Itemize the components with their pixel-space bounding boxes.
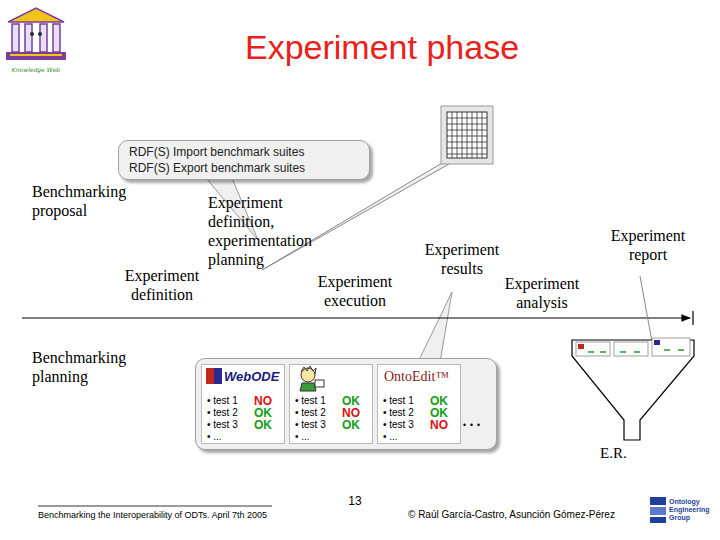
- callout-tail: [418, 292, 452, 362]
- tool-panel: OntoEdit™ • test 1• test 2• test 3• ... OK…: [377, 364, 461, 444]
- icon-part: [206, 368, 214, 384]
- phase-label: Experiment analysis: [484, 274, 600, 312]
- logo-column: [25, 24, 32, 52]
- icon-sheet: [447, 112, 487, 158]
- thumbnail: [576, 342, 610, 356]
- logo-roof: [8, 8, 64, 22]
- thumbnail-mark: [578, 344, 584, 349]
- slide-title: Experiment phase: [245, 28, 519, 67]
- phase-label: Benchmarking proposal: [32, 182, 162, 220]
- test-item: • test 2: [383, 407, 414, 419]
- phase-label: Experiment definition, experimentation p…: [208, 193, 343, 269]
- logo-column: [12, 24, 19, 52]
- logo-stripe: [10, 54, 62, 56]
- logo-block: [650, 517, 666, 523]
- test-item: • test 3: [207, 419, 238, 431]
- test-result: OK: [342, 419, 360, 431]
- icon-part: [214, 368, 222, 384]
- tool-name: WebODE: [224, 369, 279, 384]
- logo-text: Ontology Engineering Group: [669, 498, 717, 522]
- grid-icon: [441, 106, 493, 164]
- logo-text: Knowledge Web: [4, 66, 68, 73]
- page-number: 13: [343, 494, 367, 508]
- oeg-logo: [650, 497, 666, 523]
- test-item: • test 2: [295, 407, 326, 419]
- callout-box: WebODE• test 1• test 2• test 3• ...NOOKO…: [195, 358, 497, 450]
- timeline-end: [692, 311, 693, 325]
- thumbnail: [652, 338, 690, 356]
- test-result: OK: [430, 407, 448, 419]
- phase-label: Experiment execution: [300, 272, 410, 310]
- test-item: • test 1: [207, 395, 238, 407]
- figure-hair: [301, 366, 316, 374]
- tool-panel: WebODE• test 1• test 2• test 3• ...NOOKO…: [201, 364, 285, 444]
- funnel-label: E.R.: [600, 444, 650, 463]
- logo-dot: [30, 32, 34, 36]
- test-item: • ...: [295, 431, 310, 443]
- icon-frame: [441, 106, 493, 164]
- test-item: • ...: [207, 431, 222, 443]
- footer-text: Benchmarking the Interoperability of ODT…: [38, 510, 298, 521]
- test-result: NO: [430, 419, 448, 431]
- test-item: • test 3: [383, 419, 414, 431]
- logo-block: [650, 497, 666, 505]
- phase-label: Experiment definition: [108, 266, 216, 304]
- copyright-text: © Raúl García-Castro, Asunción Gómez-Pér…: [408, 509, 648, 521]
- figure-sign: [315, 380, 324, 387]
- tool-name: OntoEdit™: [384, 369, 449, 384]
- footer-rule: [38, 506, 272, 507]
- icon-grid: [447, 112, 487, 158]
- logo-dot: [38, 32, 42, 36]
- suite-name: RDF(S) Import benchmark suites: [129, 145, 304, 159]
- test-result: OK: [342, 395, 360, 407]
- test-item: • test 1: [383, 395, 414, 407]
- thumbnail-marks: [588, 350, 684, 352]
- leader-line: [640, 276, 652, 342]
- test-item: • ...: [383, 431, 398, 443]
- test-item: • test 1: [295, 395, 326, 407]
- ellipsis: ...: [462, 409, 483, 429]
- test-item: • test 2: [207, 407, 238, 419]
- tool-icon: [296, 366, 326, 392]
- suite-name: RDF(S) Export benchmark suites: [129, 161, 305, 175]
- test-result: OK: [430, 395, 448, 407]
- phase-label: Experiment results: [406, 240, 518, 278]
- test-result: NO: [254, 395, 272, 407]
- tool-panel: • test 1• test 2• test 3• ... OKNOOK: [289, 364, 373, 444]
- timeline-arrow: [22, 317, 690, 318]
- funnel: [572, 338, 694, 440]
- test-item: • test 3: [295, 419, 326, 431]
- thumbnail-mark: [654, 340, 660, 345]
- thumbnail: [614, 342, 648, 356]
- phase-label: Benchmarking planning: [32, 348, 162, 386]
- phase-label: Experiment report: [592, 226, 704, 264]
- logo-column: [40, 24, 47, 52]
- logo-base: [6, 52, 66, 60]
- logo-column: [53, 24, 60, 52]
- test-result: NO: [342, 407, 360, 419]
- logo-block: [650, 507, 666, 515]
- callout-box: RDF(S) Import benchmark suitesRDF(S) Exp…: [118, 140, 370, 180]
- logo: [6, 8, 66, 60]
- tool-icon: [206, 368, 222, 384]
- test-result: OK: [254, 419, 272, 431]
- figure-body: [300, 383, 316, 391]
- test-result: OK: [254, 407, 272, 419]
